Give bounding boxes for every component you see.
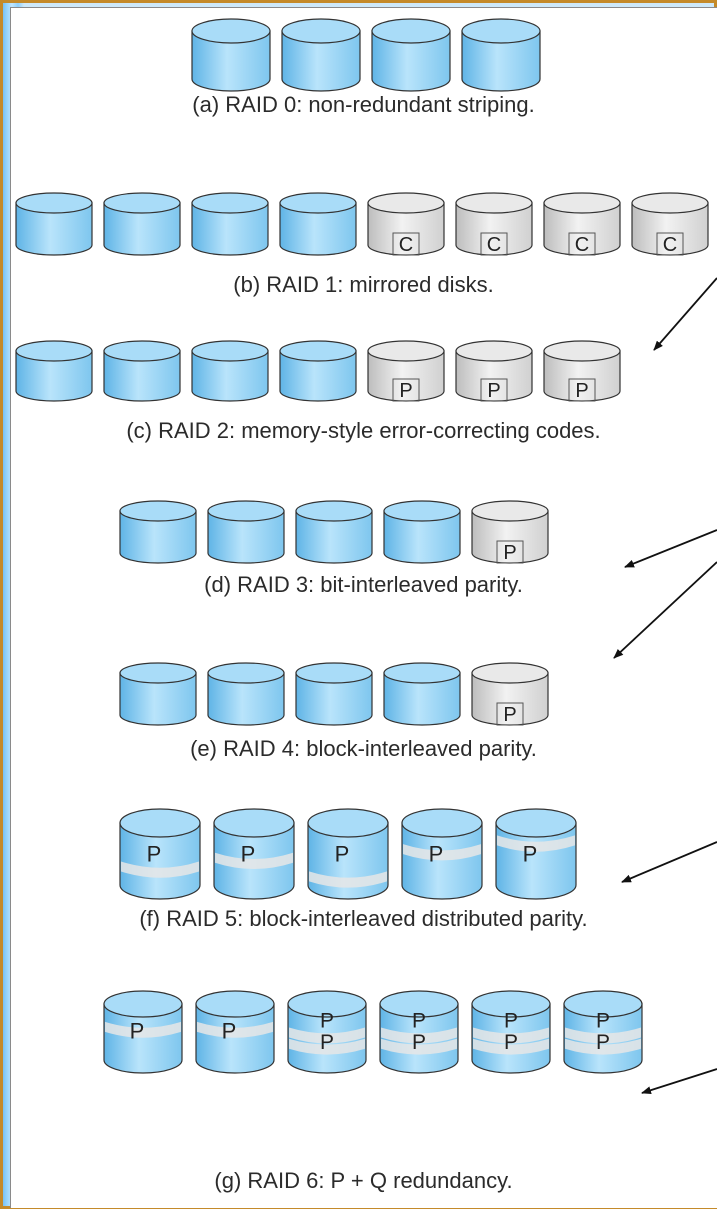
arrow-raid6 <box>641 1068 717 1095</box>
raid3-caption: (d) RAID 3: bit-interleaved parity. <box>204 572 523 597</box>
data-disk <box>103 192 181 256</box>
data-disk <box>207 662 285 726</box>
striped-parity-disk: PP <box>563 990 643 1074</box>
svg-text:P: P <box>429 841 444 866</box>
data-disk <box>207 500 285 564</box>
mirror-copy-disk: C <box>543 192 621 256</box>
svg-text:P: P <box>222 1019 237 1044</box>
raid0-caption: (a) RAID 0: non-redundant striping. <box>192 92 535 117</box>
striped-parity-disk: P <box>213 808 295 900</box>
data-disk <box>279 340 357 402</box>
svg-text:P: P <box>504 1010 518 1033</box>
data-disk <box>281 18 361 92</box>
mirror-copy-disk: C <box>455 192 533 256</box>
raid6-caption: (g) RAID 6: P + Q redundancy. <box>214 1168 513 1193</box>
raid4-caption: (e) RAID 4: block-interleaved parity. <box>190 736 537 761</box>
striped-parity-disk: P <box>119 808 201 900</box>
data-disk <box>103 340 181 402</box>
data-disk <box>119 662 197 726</box>
data-disk <box>191 18 271 92</box>
svg-text:C: C <box>575 234 589 256</box>
svg-text:C: C <box>399 234 413 256</box>
arrow-raid4 <box>613 561 717 659</box>
striped-parity-disk: P <box>495 808 577 900</box>
data-disk <box>295 500 373 564</box>
svg-text:P: P <box>241 841 256 866</box>
striped-parity-disk: P <box>401 808 483 900</box>
svg-text:P: P <box>412 1031 426 1054</box>
svg-text:P: P <box>523 841 538 866</box>
svg-text:C: C <box>663 234 677 256</box>
data-disk <box>15 340 93 402</box>
striped-parity-disk: PP <box>471 990 551 1074</box>
striped-parity-disk: P <box>103 990 183 1074</box>
data-disk <box>191 192 269 256</box>
data-disk <box>371 18 451 92</box>
parity-disk: P <box>367 340 445 402</box>
parity-disk: P <box>455 340 533 402</box>
data-disk <box>15 192 93 256</box>
data-disk <box>461 18 541 92</box>
svg-text:P: P <box>596 1031 610 1054</box>
arrow-raid5 <box>621 841 717 883</box>
svg-text:P: P <box>575 380 588 402</box>
data-disk <box>383 662 461 726</box>
svg-text:P: P <box>320 1031 334 1054</box>
data-disk <box>279 192 357 256</box>
mirror-copy-disk: C <box>367 192 445 256</box>
data-disk <box>295 662 373 726</box>
striped-parity-disk: P <box>307 808 389 900</box>
parity-disk: P <box>471 662 549 726</box>
svg-text:C: C <box>487 234 501 256</box>
striped-parity-disk: PP <box>287 990 367 1074</box>
svg-text:P: P <box>399 380 412 402</box>
svg-text:P: P <box>504 1031 518 1054</box>
svg-text:P: P <box>412 1010 426 1033</box>
svg-text:P: P <box>130 1019 145 1044</box>
striped-parity-disk: P <box>195 990 275 1074</box>
data-disk <box>119 500 197 564</box>
svg-text:P: P <box>596 1010 610 1033</box>
svg-text:P: P <box>503 542 516 564</box>
parity-disk: P <box>471 500 549 564</box>
arrow-raid3 <box>624 529 717 568</box>
data-disk <box>383 500 461 564</box>
raid2-caption: (c) RAID 2: memory-style error-correctin… <box>126 418 601 443</box>
striped-parity-disk: PP <box>379 990 459 1074</box>
svg-text:P: P <box>335 841 350 866</box>
data-disk <box>191 340 269 402</box>
svg-text:P: P <box>487 380 500 402</box>
svg-text:P: P <box>503 704 516 726</box>
mirror-copy-disk: C <box>631 192 709 256</box>
raid1-caption: (b) RAID 1: mirrored disks. <box>233 272 494 297</box>
raid5-caption: (f) RAID 5: block-interleaved distribute… <box>139 906 588 931</box>
svg-text:P: P <box>147 841 162 866</box>
arrow-raid2 <box>653 277 717 351</box>
parity-disk: P <box>543 340 621 402</box>
svg-text:P: P <box>320 1010 334 1033</box>
